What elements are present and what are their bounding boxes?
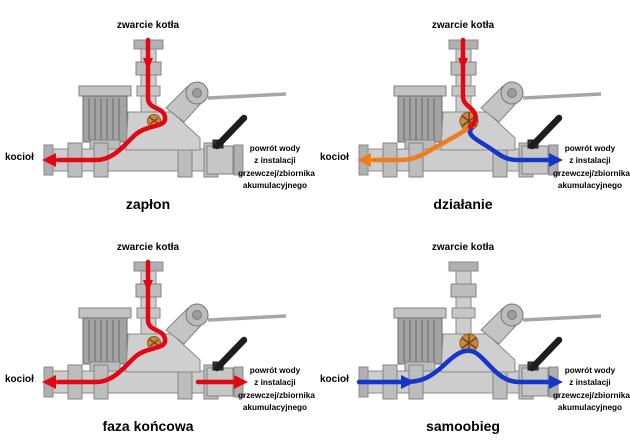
arrow-left-icon (42, 153, 56, 167)
arrow-left-icon (357, 153, 371, 167)
flow-hot (458, 37, 478, 130)
panel-zaplon: zwarcie kotła kocioł powrót wody z insta… (0, 0, 315, 222)
label-zwarcie-kotla: zwarcie kotła (116, 20, 180, 31)
label-powrot-wody: powrót wody z instalacji grzewczej/zbior… (238, 144, 315, 190)
arrow-down-icon (143, 280, 153, 292)
flow-cold (467, 126, 563, 167)
flow-mixed (357, 126, 470, 167)
arrow-down-icon (143, 58, 153, 70)
flow-hot (42, 37, 168, 167)
label-powrot-wody: powrót wody z instalacji grzewczej/zbior… (238, 366, 315, 412)
panel-caption: faza końcowa (102, 418, 194, 434)
label-kociol: kocioł (5, 374, 34, 385)
panel-caption: samoobieg (426, 418, 500, 434)
panel-caption: działanie (433, 196, 493, 212)
arrow-left-icon (42, 375, 56, 389)
panel-faza-koncowa: zwarcie kotła kocioł powrót wody z insta… (0, 222, 315, 444)
label-zwarcie-kotla: zwarcie kotła (431, 20, 495, 31)
label-kociol: kocioł (320, 374, 349, 385)
label-powrot-wody: powrót wody z instalacji grzewczej/zbior… (553, 366, 630, 412)
arrow-down-icon (458, 58, 468, 70)
label-kociol: kocioł (320, 152, 349, 163)
flow-hot (42, 259, 248, 389)
arrow-right-icon (549, 375, 563, 389)
panel-samoobieg: zwarcie kotła kocioł powrót wody z insta… (315, 222, 630, 444)
device-illustration (0, 222, 315, 444)
panel-dzialanie: zwarcie kotła kocioł powrót wody z insta… (315, 0, 630, 222)
device-illustration (315, 0, 630, 222)
arrow-right-icon (234, 375, 248, 389)
label-powrot-wody: powrót wody z instalacji grzewczej/zbior… (553, 144, 630, 190)
device-illustration (315, 222, 630, 444)
arrow-right-icon (549, 153, 563, 167)
flow-cold (356, 348, 563, 389)
label-zwarcie-kotla: zwarcie kotła (116, 242, 180, 253)
label-kociol: kocioł (5, 152, 34, 163)
label-zwarcie-kotla: zwarcie kotła (431, 242, 495, 253)
panel-caption: zapłon (125, 196, 171, 212)
device-illustration (0, 0, 315, 222)
arrow-right-icon (401, 375, 415, 389)
